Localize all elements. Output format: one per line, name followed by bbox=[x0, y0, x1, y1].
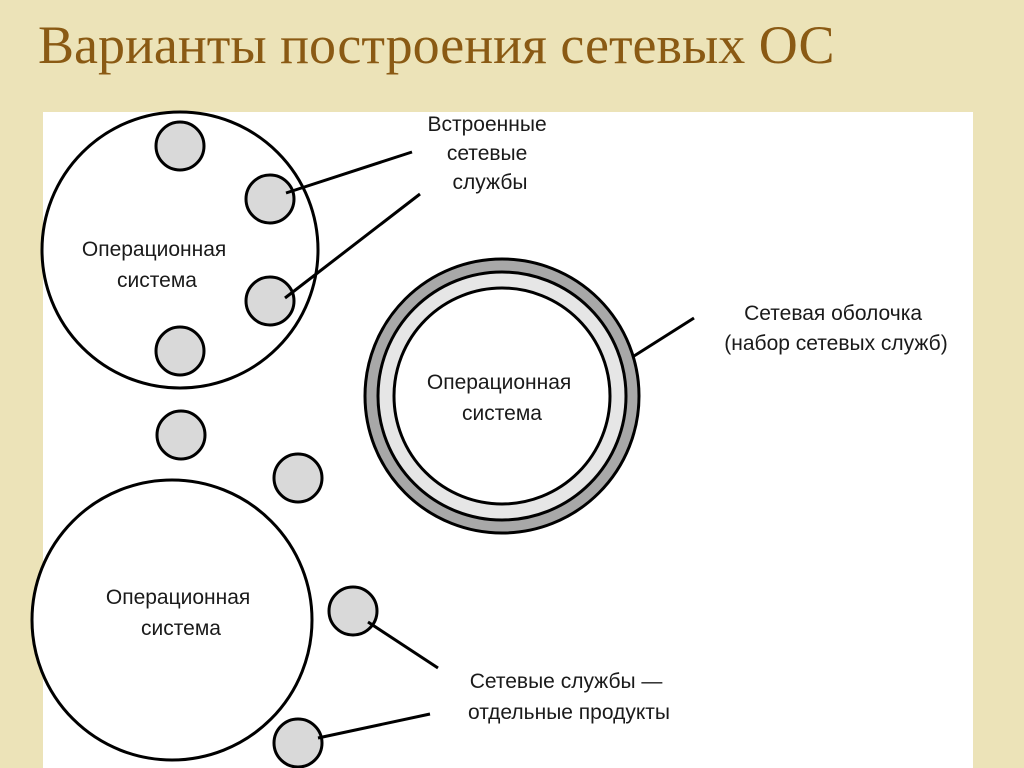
network-shell-variant: Операционная система Сетевая оболочка (н… bbox=[363, 257, 948, 535]
service-circle bbox=[154, 325, 206, 377]
builtin-services-callout: Встроенные сетевые службы bbox=[428, 113, 553, 194]
service-circle bbox=[244, 275, 296, 327]
separate-products-callout: Сетевые службы — отдельные продукты bbox=[468, 670, 670, 724]
service-circle bbox=[155, 409, 207, 461]
os-label: Операционная система bbox=[427, 371, 577, 425]
callout-line-text: сетевые bbox=[447, 142, 527, 165]
os-label-line: система bbox=[141, 617, 221, 640]
service-circle bbox=[272, 452, 324, 504]
os-label-line: система bbox=[117, 269, 197, 292]
callout-line-text: отдельные продукты bbox=[468, 701, 670, 724]
service-circle bbox=[154, 120, 206, 172]
service-circle bbox=[327, 585, 379, 637]
os-circle-shell bbox=[392, 286, 612, 506]
callout-line-text: Сетевые службы — bbox=[470, 670, 663, 693]
callout-line-text: Встроенные bbox=[428, 113, 547, 136]
os-label-line: система bbox=[462, 402, 542, 425]
os-label-line: Операционная bbox=[427, 371, 571, 394]
network-shell-callout: Сетевая оболочка (набор сетевых служб) bbox=[724, 302, 947, 355]
service-circle bbox=[272, 717, 324, 768]
callout-line bbox=[633, 316, 695, 358]
callout-line bbox=[284, 192, 421, 300]
os-label: Операционная система bbox=[106, 586, 256, 640]
callout-line bbox=[285, 150, 413, 195]
slide-title: Варианты построения сетевых ОС bbox=[38, 15, 835, 75]
os-label-line: Операционная bbox=[82, 238, 226, 261]
separate-products-variant: Операционная система Сетевые службы — от… bbox=[30, 409, 670, 768]
os-label-line: Операционная bbox=[106, 586, 250, 609]
os-circle-separate bbox=[30, 478, 314, 762]
callout-line bbox=[367, 620, 439, 670]
builtin-services-variant: Операционная система Встроенные сетевые … bbox=[40, 110, 553, 390]
os-circle-builtin bbox=[40, 110, 320, 390]
callout-line-text: службы bbox=[453, 171, 528, 194]
callout-line-text: (набор сетевых служб) bbox=[724, 332, 947, 355]
callout-line-text: Сетевая оболочка bbox=[744, 302, 922, 325]
callout-line bbox=[317, 712, 431, 740]
service-circle bbox=[244, 173, 296, 225]
os-label: Операционная система bbox=[82, 238, 232, 292]
